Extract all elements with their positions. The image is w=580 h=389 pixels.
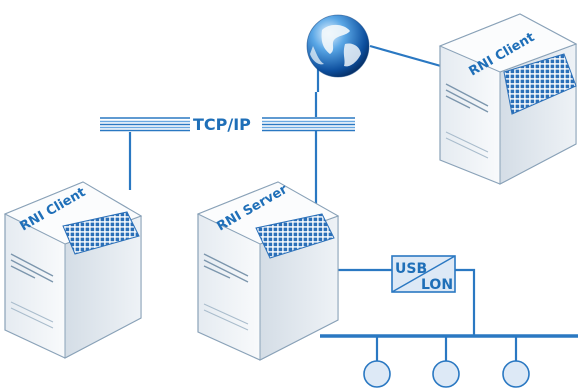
lon-label: LON (421, 277, 453, 293)
tcp-ip-label: TCP/IP (193, 115, 251, 134)
left-client-tower: RNI Client (3, 181, 143, 359)
usb-lon-converter: USB LON (391, 255, 456, 293)
server-tower: RNI Server (196, 181, 340, 361)
lon-drop-link (455, 268, 476, 335)
right-client-tower: RNI Client (438, 13, 578, 185)
tcp-ip-bus: TCP/IP (100, 115, 355, 134)
usb-label: USB (395, 261, 427, 277)
tcp-bus-right (262, 117, 355, 132)
vent-grid (503, 53, 577, 115)
lon-node-icon (363, 360, 391, 388)
tcp-bus-left (100, 117, 190, 132)
vent-grid (255, 213, 335, 259)
lon-node-icon (502, 360, 530, 388)
lon-node-icon (432, 360, 460, 388)
lon-bus (320, 334, 578, 388)
globe-icon (306, 14, 370, 78)
vent-grid (62, 211, 140, 255)
